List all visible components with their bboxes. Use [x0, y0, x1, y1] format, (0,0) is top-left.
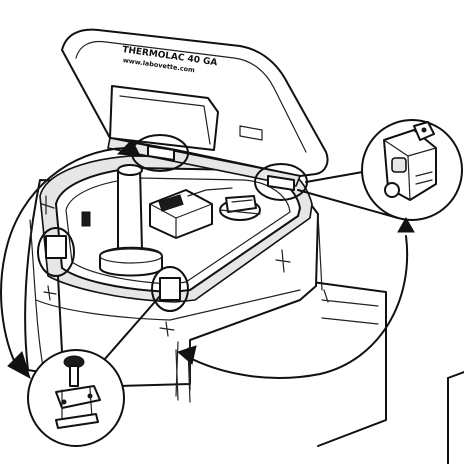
open-lid	[61, 28, 329, 187]
latch-detail-view	[27, 275, 161, 447]
arrow-right-head-top	[397, 216, 415, 233]
stand-base	[311, 281, 464, 464]
arrow-right-head-bottom	[177, 345, 197, 365]
internal-pipe	[99, 164, 163, 277]
arrow-left-curve	[0, 147, 127, 373]
motion-arrows	[0, 139, 415, 380]
callout-latch-front	[151, 266, 189, 312]
arrow-right-curve	[185, 235, 409, 379]
rim-hardware	[41, 145, 329, 337]
probe-fitting	[219, 195, 261, 221]
hinge-detail-view	[297, 119, 463, 221]
arrow-top-head	[116, 139, 141, 157]
controller-box	[149, 187, 233, 239]
arrow-left-head	[7, 351, 31, 380]
callout-latch-left	[37, 227, 75, 277]
